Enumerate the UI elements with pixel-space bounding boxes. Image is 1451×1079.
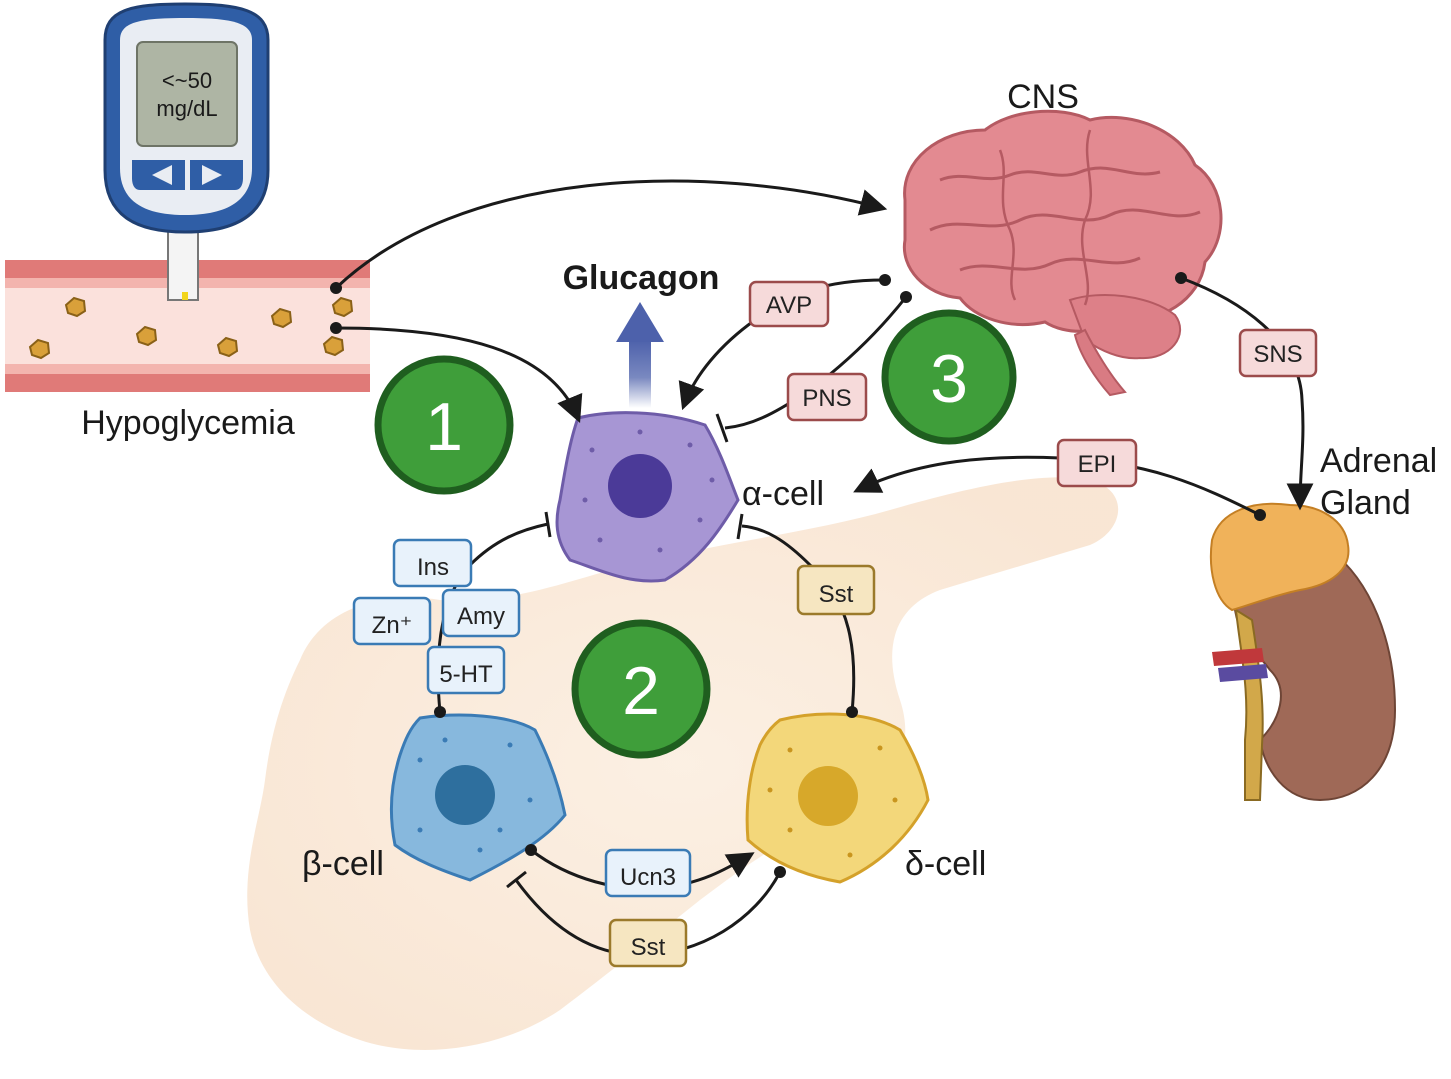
- adrenal-kidney-illustration: [1209, 502, 1397, 802]
- origin-dot: [1254, 509, 1266, 521]
- svg-text:EPI: EPI: [1078, 451, 1117, 478]
- glucose-molecule: [28, 338, 51, 360]
- origin-dot: [434, 706, 446, 718]
- glucagon-output-arrow: [616, 302, 664, 408]
- hypoglycemia-to-cns-arrow: [334, 179, 888, 290]
- mechanism-badge-3: 3: [881, 309, 1017, 445]
- epi-tag: EPI: [1056, 438, 1138, 488]
- sns-to-adrenal-arrow: [1180, 276, 1314, 511]
- pns-inhibit-bar: [715, 413, 729, 443]
- origin-dot: [1175, 272, 1187, 284]
- svg-text:Amy: Amy: [457, 603, 505, 630]
- mechanism-badge-1: 1: [374, 355, 514, 495]
- left-arrow-icon: [152, 165, 172, 185]
- origin-dot: [879, 274, 891, 286]
- sst-beta-tag: Sst: [608, 918, 688, 968]
- beta-cell: [389, 713, 567, 882]
- beta-cell-label: β-cell: [302, 845, 384, 883]
- origin-dot: [900, 291, 912, 303]
- alpha-cell-nucleus: [608, 454, 672, 518]
- cns-label: CNS: [1007, 78, 1079, 116]
- sst-alpha-tag: Sst: [796, 564, 876, 616]
- glucose-molecules: [28, 296, 354, 360]
- glucometer: <~50 mg/dL: [103, 2, 270, 301]
- amy-tag: Amy: [441, 588, 521, 638]
- origin-dot: [846, 706, 858, 718]
- delta-alpha-inhibit-bar: [736, 513, 744, 540]
- glucose-molecule: [64, 296, 87, 318]
- mechanism-badge-2: 2: [571, 619, 711, 759]
- glucometer-reading-unit: mg/dL: [156, 96, 217, 121]
- svg-text:Sst: Sst: [819, 581, 854, 608]
- svg-text:5-HT: 5-HT: [439, 661, 493, 688]
- glucose-molecule: [216, 336, 239, 358]
- origin-dot: [330, 282, 342, 294]
- delta-cell-nucleus: [798, 766, 858, 826]
- alpha-cell-label: α-cell: [742, 475, 824, 513]
- glucometer-reading-value: <~50: [162, 68, 212, 93]
- hypoglycemia-label: Hypoglycemia: [81, 404, 295, 442]
- pns-tag: PNS: [786, 372, 868, 422]
- svg-text:1: 1: [425, 389, 463, 465]
- svg-text:Ucn3: Ucn3: [620, 864, 676, 891]
- beta-alpha-inhibit-bar: [544, 511, 552, 538]
- sns-tag: SNS: [1238, 328, 1318, 378]
- zn-tag: Zn⁺: [352, 596, 432, 646]
- right-arrow-icon: [202, 165, 222, 185]
- glucose-molecule: [322, 335, 345, 357]
- avp-tag: AVP: [748, 280, 830, 328]
- delta-beta-inhibit-bar: [506, 870, 527, 889]
- glucagon-label: Glucagon: [563, 259, 720, 297]
- delta-cell: [745, 712, 930, 884]
- svg-text:2: 2: [622, 653, 660, 729]
- svg-text:Ins: Ins: [417, 554, 449, 581]
- delta-cell-label: δ-cell: [905, 845, 986, 883]
- origin-dot: [774, 866, 786, 878]
- svg-text:AVP: AVP: [766, 292, 812, 319]
- origin-dot: [330, 322, 342, 334]
- adrenal-gland-label-line1: Adrenal: [1320, 442, 1437, 480]
- adrenal-gland-label-line2: Gland: [1320, 484, 1411, 522]
- brain-illustration: [902, 109, 1223, 397]
- ins-tag: Ins: [392, 538, 473, 588]
- alpha-cell: [555, 411, 740, 583]
- svg-text:PNS: PNS: [802, 385, 851, 412]
- serotonin-tag: 5-HT: [426, 645, 506, 695]
- hypoglycemia-to-alpha-arrow: [335, 326, 583, 423]
- svg-text:SNS: SNS: [1253, 341, 1302, 368]
- beta-cell-nucleus: [435, 765, 495, 825]
- glucose-molecule: [270, 307, 293, 329]
- svg-text:3: 3: [930, 341, 968, 417]
- svg-text:Sst: Sst: [631, 934, 666, 961]
- ucn3-tag: Ucn3: [604, 848, 692, 898]
- glucose-molecule: [135, 325, 158, 347]
- glucose-molecule: [331, 296, 354, 318]
- svg-text:Zn⁺: Zn⁺: [372, 612, 413, 639]
- origin-dot: [525, 844, 537, 856]
